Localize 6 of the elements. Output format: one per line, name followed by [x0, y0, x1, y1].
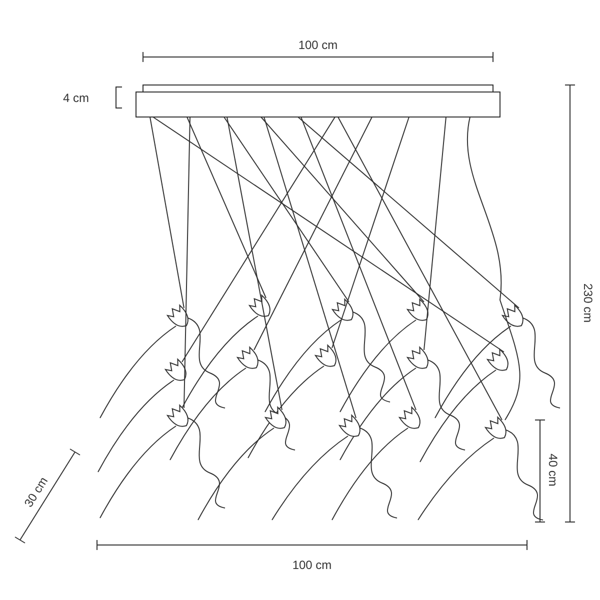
dimension-label: 30 cm	[21, 474, 51, 510]
dimension-label: 230 cm	[581, 283, 595, 323]
dimension-label: 40 cm	[546, 454, 560, 486]
dimension-label: 100 cm	[292, 558, 332, 572]
dimension-label: 4 cm	[63, 91, 89, 105]
dimension-label: 100 cm	[298, 38, 338, 52]
